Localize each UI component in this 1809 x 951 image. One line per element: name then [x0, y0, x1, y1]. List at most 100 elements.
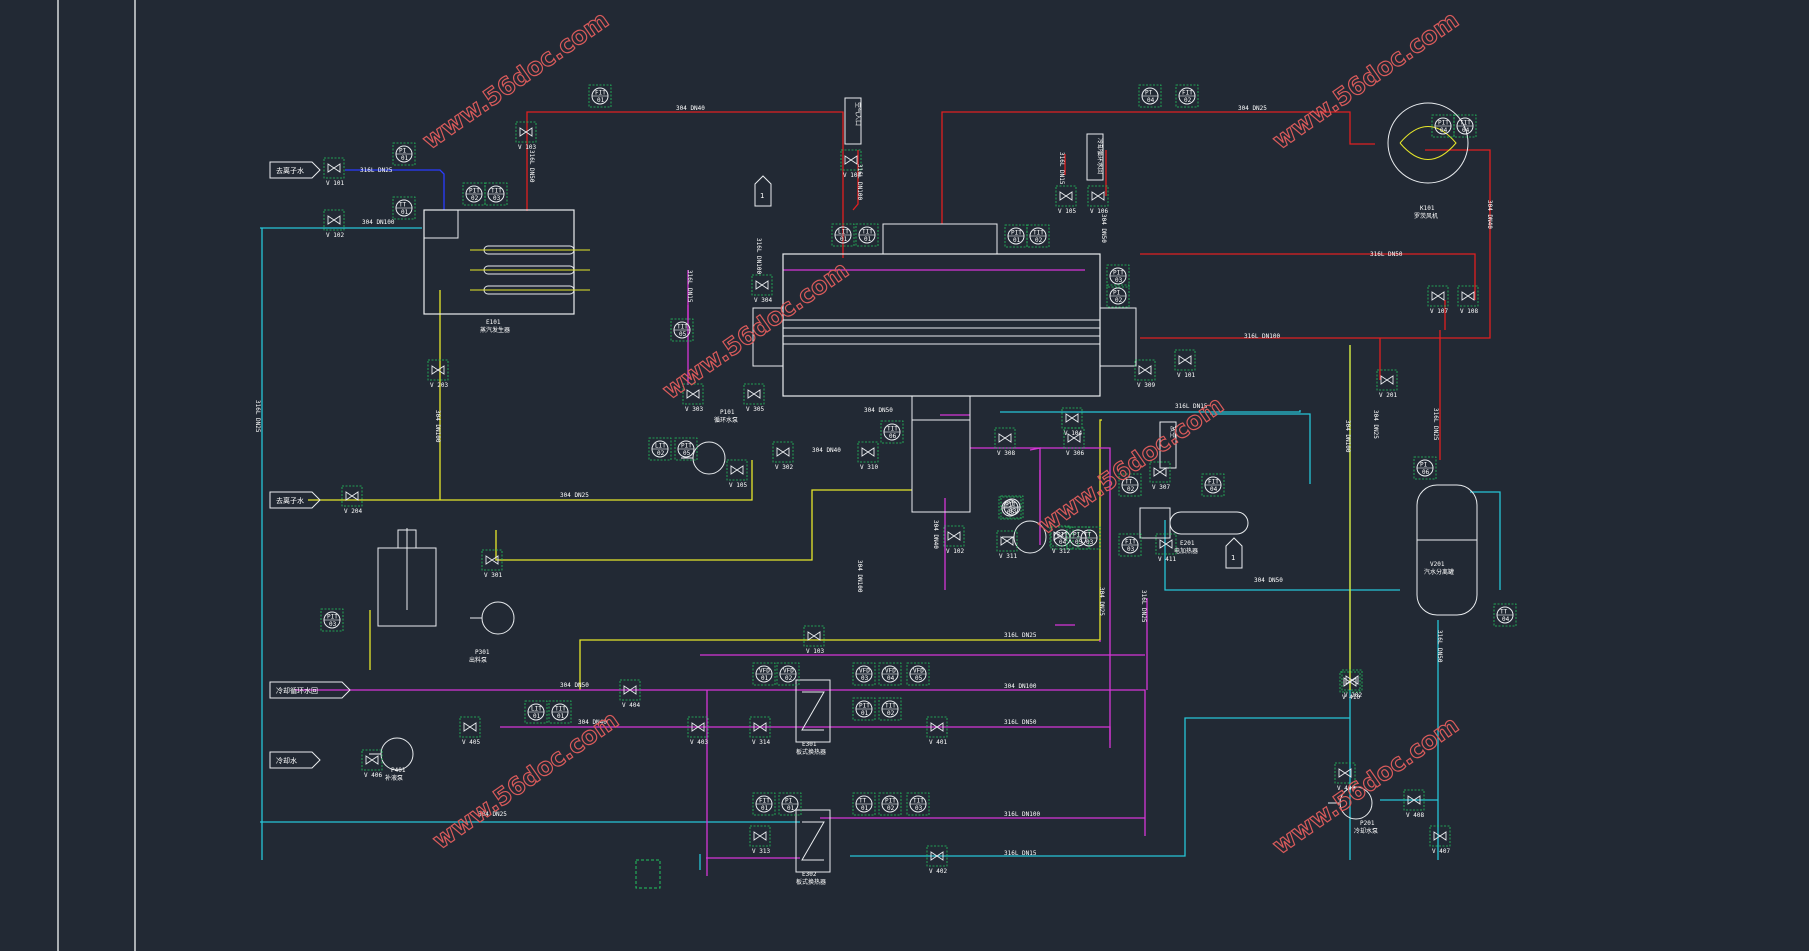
instrument-number: 01 [597, 97, 605, 104]
valve-box [749, 825, 771, 847]
instrument-box [1106, 264, 1130, 288]
offpage-number: 1 [760, 192, 764, 200]
equipment-id: V201 [1430, 561, 1445, 568]
valve-label: V 201 [1379, 392, 1397, 399]
instrument-number: 01 [401, 155, 409, 162]
valve-symbol [1380, 375, 1394, 385]
equipment-id: E201 [1180, 540, 1195, 547]
instrument-box [320, 608, 344, 632]
vertical-flag [1086, 133, 1104, 181]
valve-symbol [1338, 768, 1352, 778]
valve-symbol [861, 447, 875, 457]
valve-label: V 106 [1090, 208, 1108, 215]
valve-label: V 410 [1342, 694, 1360, 701]
equipment-name: 电加热器 [1174, 547, 1198, 555]
valve-label: V 102 [946, 548, 964, 555]
instrument-tag: PI [399, 148, 407, 155]
valve-box [749, 716, 771, 738]
valve-symbol [807, 631, 821, 641]
equipment-id: E301 [802, 741, 817, 748]
instrument-box [1106, 284, 1130, 308]
valve-box [726, 459, 748, 481]
instrument-number: 04 [887, 675, 895, 682]
valve-box [743, 383, 765, 405]
line-spec-label: 304 DN100 [1004, 683, 1037, 690]
instrument-number: 02 [471, 195, 479, 202]
legend-box [635, 859, 661, 889]
line-spec-label: 304 DN50 [1254, 577, 1283, 584]
equipment-name: 板式换热器 [796, 878, 826, 886]
instrument-number: 02 [1127, 486, 1135, 493]
instrument-box [878, 792, 902, 816]
valve-symbol [1153, 467, 1167, 477]
valve-label: V 203 [430, 382, 448, 389]
instrument-tag: TIT [555, 706, 566, 713]
equipment-name: 循环水泵 [714, 416, 738, 424]
instruments-layer [320, 84, 1517, 816]
valve-box [1155, 533, 1177, 555]
valve-label: V 310 [860, 464, 878, 471]
valves-layer [323, 121, 1479, 867]
offpage-connector [754, 175, 772, 207]
valve-symbol [1053, 531, 1067, 541]
instrument-tag: TT [1084, 532, 1092, 539]
valve-symbol [345, 491, 359, 501]
instrument-number: 03 [861, 675, 869, 682]
line-spec-label: 304 DN40 [932, 520, 939, 549]
valve-label: V 411 [1158, 556, 1176, 563]
instrument-box [524, 700, 548, 724]
instrument-box [1175, 84, 1199, 108]
valve-symbol [431, 365, 445, 375]
valve-label: V 402 [929, 868, 947, 875]
product-flag [269, 681, 351, 699]
instrument-number: 05 [683, 450, 691, 457]
instrument-number: 02 [887, 710, 895, 717]
instrument-box [1026, 224, 1050, 248]
valve-symbol [1178, 355, 1192, 365]
instrument-number: 01 [533, 713, 541, 720]
instrument-tag: TT [859, 798, 867, 805]
valve-label: V 312 [1052, 548, 1070, 555]
line-spec-label: 304 DN25 [560, 492, 589, 499]
instrument-number: 01 [864, 236, 872, 243]
valve-label: V 101 [326, 180, 344, 187]
offpage-connector [1225, 537, 1243, 569]
mixer-motor [397, 529, 417, 549]
valve-box [687, 716, 709, 738]
roots-fan [1387, 102, 1469, 184]
line-spec-label: 316L DN15 [1058, 152, 1065, 185]
valve-symbol [747, 389, 761, 399]
instrument-number: 04 [1147, 97, 1155, 104]
valve-box [840, 149, 862, 171]
valve-symbol [691, 722, 705, 732]
instrument-tag: TIT [491, 188, 502, 195]
valve-label: V 103 [518, 144, 536, 151]
instrument-tag: PI [1420, 462, 1428, 469]
instrument-box [1118, 473, 1142, 497]
feed-flag [269, 751, 321, 769]
collector-hopper [911, 395, 971, 421]
equipment-id: E302 [802, 871, 817, 878]
instrument-number: 06 [1422, 469, 1430, 476]
instrument-box [588, 84, 612, 108]
valve-symbol [1407, 795, 1421, 805]
line-spec-label: 316L DN100 [1004, 811, 1041, 818]
valve-label: V 309 [1137, 382, 1155, 389]
instrument-box [484, 182, 508, 206]
line-spec-label: 316L DN50 [1436, 630, 1443, 663]
instrument-number: 05 [679, 331, 687, 338]
valve-box [751, 274, 773, 296]
instrument-tag: FIT [759, 798, 770, 805]
instrument-number: 01 [401, 209, 409, 216]
instrument-box [1138, 84, 1162, 108]
valve-label: V 404 [622, 702, 640, 709]
line-spec-label: 316L DN100 [856, 164, 863, 201]
instrument-number: 03 [1009, 508, 1017, 515]
instrument-box [1066, 526, 1090, 550]
instrument-tag: LIT [655, 443, 666, 450]
instrument-tag: PIT [885, 798, 896, 805]
vertical-label-cooling_water_return: 冷却循环水回 [1096, 138, 1104, 174]
pump-casing [692, 441, 726, 475]
watermark-56doc: www.56doc.com [417, 6, 613, 155]
line-spec-label: 316L DN15 [1175, 403, 1208, 410]
